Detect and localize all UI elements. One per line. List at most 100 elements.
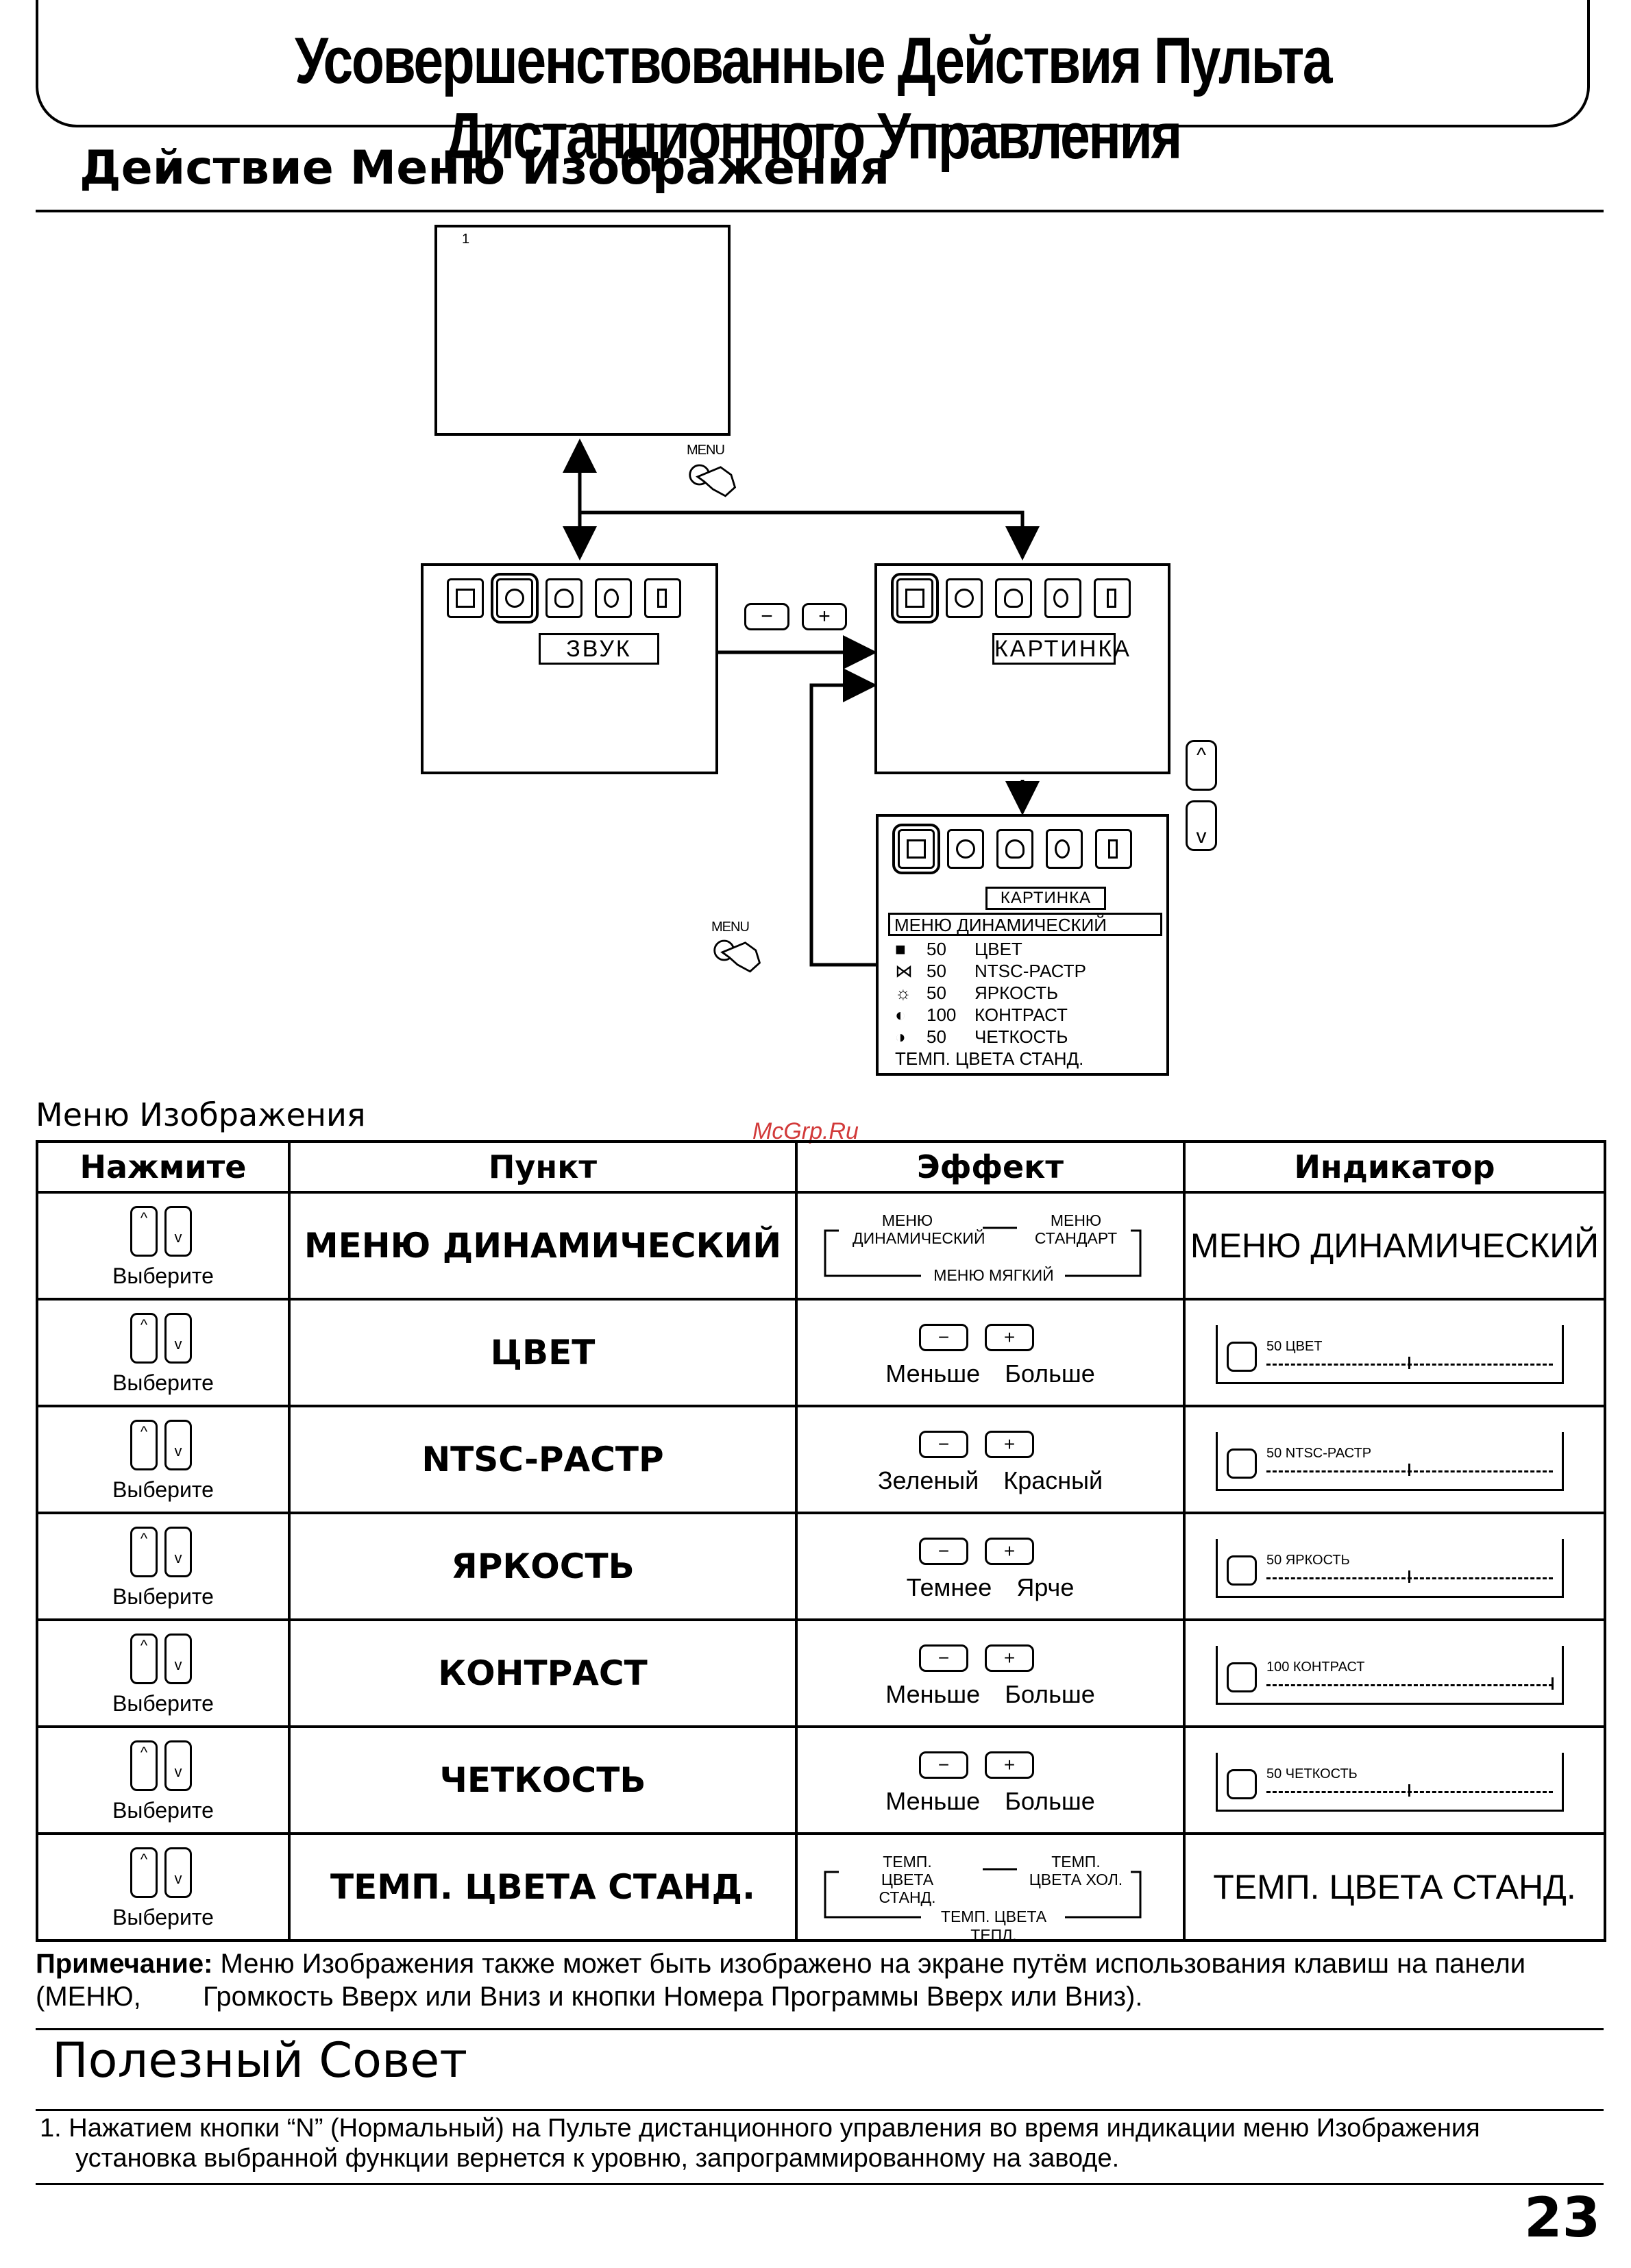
indicator-label: 50 ЦВЕТ <box>1266 1339 1323 1354</box>
section-divider <box>36 2109 1604 2111</box>
effect-state-c: МЕНЮ МЯГКИЙ <box>933 1266 1054 1284</box>
indicator-cell: 100 КОНТРАСТ <box>1183 1618 1606 1728</box>
effect-left-label: Меньше <box>885 1359 981 1388</box>
table-header-row: Нажмите Пункт Эффект Индикатор <box>36 1140 1606 1194</box>
indicator-label: 100 КОНТРАСТ <box>1266 1660 1365 1675</box>
effect-state-b1: ТЕМП. <box>1051 1853 1101 1871</box>
cycle-arrows <box>824 1868 1142 1919</box>
indicator-label: 50 NTSC-РАСТР <box>1266 1446 1372 1461</box>
indicator-label: 50 ЧЕТКОСТЬ <box>1266 1766 1358 1782</box>
effect-cell: ТЕМП.ЦВЕТА СТАНД.ТЕМП.ЦВЕТА ХОЛ.ТЕМП. ЦВ… <box>795 1832 1186 1944</box>
level-marker <box>1408 1784 1410 1797</box>
note-line-1: Меню Изображения также может быть изобра… <box>36 1949 1526 2012</box>
hand-press-menu-icon <box>713 939 761 973</box>
up-down-keys-icon: ^v <box>130 1420 196 1472</box>
picture-icon <box>891 573 939 624</box>
item-cell: ЧЕТКОСТЬ <box>288 1725 798 1835</box>
indicator-cell: 50 ЯРКОСТЬ <box>1183 1512 1606 1621</box>
level-indicator: 50 NTSC-РАСТР <box>1186 1407 1604 1512</box>
setting-icon <box>1227 1449 1257 1479</box>
up-key-icon: ^ <box>130 1313 158 1364</box>
sound-menu-screen: ЗВУК <box>421 563 718 774</box>
press-label: Выберите <box>112 1798 214 1823</box>
press-label: Выберите <box>112 1691 214 1716</box>
level-marker <box>1408 1570 1410 1583</box>
menu-icon-row <box>892 824 1132 874</box>
program-down-key: v <box>1186 800 1217 851</box>
indicator-frame <box>1216 1646 1564 1705</box>
up-down-keys-icon: ^v <box>130 1847 196 1899</box>
picture-submenu-label: КАРТИНКА <box>985 887 1106 910</box>
menu-icon-row <box>891 573 1131 624</box>
press-label: Выберите <box>112 1477 214 1502</box>
effect-right-label: Больше <box>1005 1680 1095 1708</box>
timer-icon <box>595 578 632 618</box>
effect-left-label: Темнее <box>906 1573 992 1601</box>
item-cell: КОНТРАСТ <box>288 1618 798 1728</box>
effect-left-label: Меньше <box>885 1787 981 1815</box>
setup-icon <box>644 578 681 618</box>
effect-right-label: Больше <box>1005 1359 1095 1388</box>
section-title-useful-tip: Полезный Совет <box>52 2032 468 2088</box>
menu-button-label: MENU <box>711 920 750 935</box>
plus-key-icon: + <box>985 1431 1034 1458</box>
effect-cycle: ТЕМП.ЦВЕТА СТАНД.ТЕМП.ЦВЕТА ХОЛ.ТЕМП. ЦВ… <box>798 1835 1183 1944</box>
indicator-cell: 50 ЧЕТКОСТЬ <box>1183 1725 1606 1835</box>
section-title-picture-menu: Действие Меню Изображения <box>79 141 890 195</box>
up-key-icon: ^ <box>130 1527 158 1577</box>
press-label: Выберите <box>112 1370 214 1395</box>
minus-key-icon: − <box>919 1644 968 1672</box>
picture-icon <box>447 578 484 618</box>
up-down-keys-icon: ^v <box>130 1527 196 1579</box>
note: Примечание: Меню Изображения также может… <box>36 1947 1612 2013</box>
level-marker <box>1408 1464 1410 1476</box>
sound-icon <box>491 573 539 624</box>
press-label: Выберите <box>112 1905 214 1930</box>
level-indicator: 50 ЯРКОСТЬ <box>1186 1514 1604 1618</box>
up-key-icon: ^ <box>130 1206 158 1257</box>
up-key-icon: ^ <box>130 1740 158 1791</box>
section-divider <box>36 210 1604 212</box>
timer-icon <box>1046 829 1083 869</box>
col-header-press: Нажмите <box>36 1140 291 1194</box>
watermark: McGrp.Ru <box>752 1118 859 1144</box>
item-cell: ЦВЕТ <box>288 1298 798 1407</box>
timer-icon <box>1044 578 1081 618</box>
press-label: Выберите <box>112 1264 214 1288</box>
up-key-icon: ^ <box>130 1420 158 1470</box>
col-header-indicator: Индикатор <box>1183 1140 1606 1194</box>
tip-line-2: установка выбранной функции вернется к у… <box>75 2144 1120 2173</box>
up-down-keys-icon: ^v <box>130 1313 196 1365</box>
indicator-label: 50 ЯРКОСТЬ <box>1266 1553 1350 1568</box>
picture-menu-screen: КАРТИНКА <box>874 563 1170 774</box>
setting-icon <box>1227 1555 1257 1586</box>
arrow-back-to-picture <box>809 668 877 967</box>
note-label: Примечание: <box>36 1949 213 1979</box>
level-marker <box>1408 1357 1410 1369</box>
effect-left-label: Зеленый <box>877 1466 979 1494</box>
level-indicator: 50 ЧЕТКОСТЬ <box>1186 1728 1604 1832</box>
page-number: 23 <box>1524 2186 1601 2249</box>
minus-key-icon: − <box>919 1538 968 1565</box>
level-indicator: 50 ЦВЕТ <box>1186 1301 1604 1405</box>
item-cell: ТЕМП. ЦВЕТА СТАНД. <box>288 1832 798 1942</box>
item-cell: ЯРКОСТЬ <box>288 1512 798 1621</box>
tuning-icon <box>545 578 582 618</box>
channel-number: 1 <box>462 232 470 247</box>
level-marker <box>1552 1677 1554 1690</box>
plus-key-icon: + <box>985 1324 1034 1351</box>
picture-icon <box>892 824 940 874</box>
effect-state-a1: ТЕМП. <box>883 1853 932 1871</box>
